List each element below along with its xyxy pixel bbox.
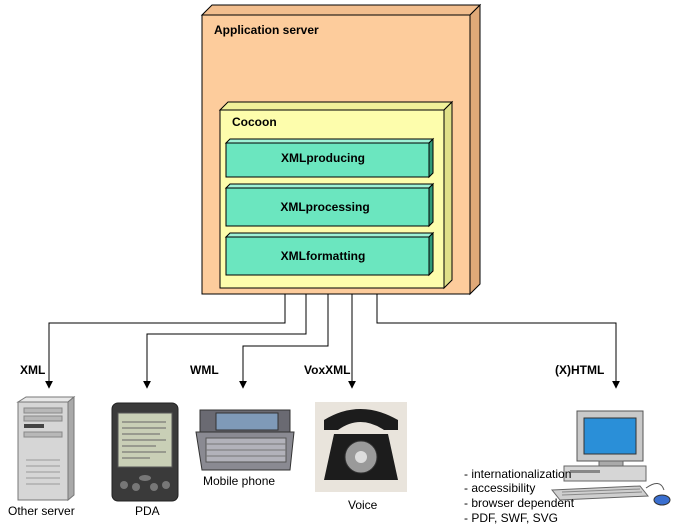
format-label-voxxml: VoxXML [304, 363, 350, 377]
format-label-wml: WML [190, 363, 219, 377]
client-label-mobile-phone: Mobile phone [203, 474, 275, 488]
stage-processing-label: XMLprocessing [280, 200, 369, 214]
stage-processing: XMLprocessing [224, 182, 435, 228]
stage-formatting: XMLformatting [224, 231, 435, 277]
application-server-title: Application server [214, 23, 319, 37]
feature-item: - PDF, SWF, SVG [464, 511, 558, 525]
arrow-to-other-server [45, 294, 286, 389]
feature-item: - browser dependent [464, 496, 575, 510]
arrow-to-browser [376, 294, 620, 389]
connectors [45, 294, 620, 389]
html-feature-list: - internationalization - accessibility -… [464, 467, 575, 525]
cocoon-title: Cocoon [232, 115, 277, 129]
feature-item: - internationalization [464, 467, 571, 481]
arrow-to-mobile-phone [239, 294, 329, 389]
format-label-xhtml: (X)HTML [555, 363, 604, 377]
mobile-phone-icon [195, 409, 295, 471]
stage-formatting-label: XMLformatting [281, 249, 366, 263]
client-label-other-server: Other server [8, 504, 75, 518]
stage-producing-label: XMLproducing [281, 151, 365, 165]
feature-item: - accessibility [464, 481, 535, 495]
stage-producing: XMLproducing [224, 137, 435, 179]
desktop-computer-icon [550, 410, 671, 506]
format-label-xml: XML [20, 363, 45, 377]
client-label-voice: Voice [348, 498, 378, 512]
arrow-to-pda [143, 294, 307, 389]
telephone-icon [315, 402, 407, 492]
client-label-pda: PDA [135, 504, 160, 518]
pda-icon [111, 402, 179, 502]
server-tower-icon [16, 395, 76, 502]
